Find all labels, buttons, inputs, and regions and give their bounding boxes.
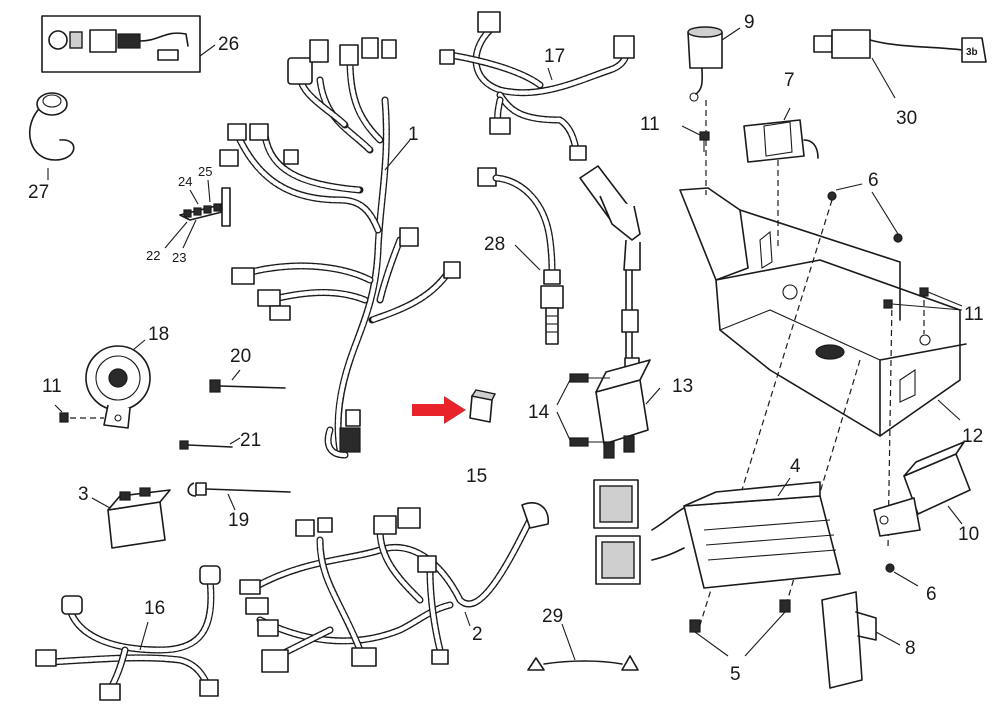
part-4-module[interactable] [593,477,841,589]
part-29-ground-strap[interactable] [527,623,639,671]
part-5-bolts[interactable] [689,599,791,657]
part-17-harness[interactable] [439,11,635,161]
part-1-main-harness[interactable] [219,37,461,459]
callout-15: 15 [466,466,487,487]
part-2-harness[interactable] [239,502,549,673]
part-19-cable-tie[interactable] [187,482,291,511]
callout-24: 24 [178,174,192,189]
callout-18: 18 [148,324,169,345]
callout-29: 29 [542,606,563,627]
callout-4: 4 [790,456,801,477]
callout-23: 23 [172,250,186,265]
part-18-horn[interactable] [70,339,151,429]
part-11-bolts-right[interactable] [883,287,963,311]
callout-5: 5 [730,664,741,685]
part-12-tray[interactable] [679,187,967,437]
callout-20: 20 [230,346,251,367]
callout-labels: 1 2 3 4 5 6 6 7 8 9 10 11 11 11 12 13 14… [28,12,984,685]
callout-2: 2 [472,624,483,645]
callout-14: 14 [528,402,550,423]
parts-22-25-terminal-block[interactable] [164,179,231,249]
callout-26: 26 [218,34,239,55]
callout-30: 30 [896,108,917,129]
part-14-bolts[interactable] [556,373,610,447]
part-16-harness[interactable] [35,565,221,701]
highlight-arrow [412,396,466,424]
callout-7: 7 [784,70,795,91]
callout-6a: 6 [868,170,879,191]
part-13-ignition-coil[interactable] [579,165,661,459]
callout-28: 28 [484,234,505,255]
part-28-sensor[interactable] [477,167,564,345]
part-6-nuts[interactable] [827,183,919,587]
callout-11c: 11 [42,376,62,397]
part-21-cable-tie[interactable] [179,437,241,450]
callout-11b: 11 [964,304,984,325]
callout-10: 10 [958,524,979,545]
part-30-sensor[interactable]: 3b [813,29,987,99]
part-15-bracket[interactable] [469,389,497,423]
callout-21: 21 [240,430,261,451]
part-3-solenoid[interactable] [91,487,171,549]
callout-16: 16 [144,598,165,619]
part-26-ignition-switch[interactable] [41,15,216,73]
part-11-bolt-horn[interactable] [54,404,69,423]
callout-27: 27 [28,182,49,203]
callout-25: 25 [198,164,212,179]
part-10-relay[interactable] [873,441,971,537]
callout-11a: 11 [640,114,660,135]
part-27-cap[interactable] [29,92,75,180]
part-20-cable-tie[interactable] [209,369,286,393]
part-11-bolt-top[interactable] [681,125,710,152]
connector-tag-3b: 3b [966,47,978,58]
callout-9: 9 [744,12,755,33]
callout-22: 22 [146,248,160,263]
callout-13: 13 [672,376,693,397]
part-7-relay[interactable] [743,107,819,163]
callout-19: 19 [228,510,249,531]
callout-1: 1 [408,124,419,145]
callout-8: 8 [905,638,916,659]
callout-3: 3 [78,484,89,505]
part-9-sensor[interactable] [687,26,741,102]
callout-17: 17 [544,46,565,67]
callout-6b: 6 [926,584,937,605]
callout-12: 12 [962,426,983,447]
part-8-module[interactable] [821,591,901,689]
